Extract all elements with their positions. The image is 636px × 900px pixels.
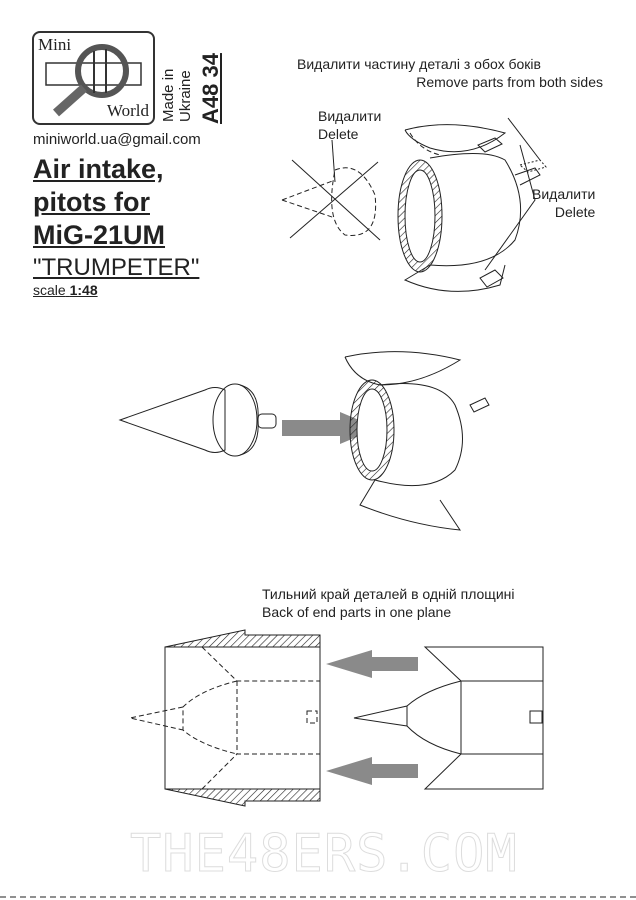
delete-left-en: Delete <box>318 126 359 142</box>
kit-name: "TRUMPETER" <box>33 254 200 281</box>
step2-drawing <box>118 351 490 531</box>
delete-right-ua: Видалити <box>532 186 596 202</box>
logo-top-word: Mini <box>38 35 72 54</box>
title-line2: pitots for <box>33 187 150 217</box>
scale: scale 1:48 <box>33 282 98 298</box>
title-line3: MiG-21UM <box>33 220 166 250</box>
scale-value: 1:48 <box>69 282 98 298</box>
plane-note-en: Back of end parts in one plane <box>262 604 452 620</box>
title-line1: Air intake, <box>33 154 164 184</box>
remove-note-ua: Видалити частину деталі з обох боків <box>297 56 541 72</box>
step1-drawing <box>281 117 547 292</box>
arrow-upper <box>326 650 418 678</box>
watermark: THE48ERS.COM <box>130 824 518 885</box>
delete-right-note: Видалити Delete <box>532 185 595 221</box>
delete-left-note: Видалити Delete <box>318 107 381 143</box>
magnifier-icon <box>45 44 142 117</box>
remove-note-en: Remove parts from both sides <box>416 74 603 90</box>
arrow-lower <box>326 757 418 785</box>
plane-note-ua: Тильний край деталей в одній площині <box>262 586 515 602</box>
email: miniworld.ua@gmail.com <box>33 131 201 148</box>
scale-label: scale <box>33 282 66 298</box>
miniworld-logo: Mini World <box>32 31 155 125</box>
logo-bottom-word: World <box>106 101 149 120</box>
delete-left-ua: Видалити <box>318 108 382 124</box>
delete-right-en: Delete <box>554 204 596 220</box>
step3-drawing <box>129 629 544 807</box>
